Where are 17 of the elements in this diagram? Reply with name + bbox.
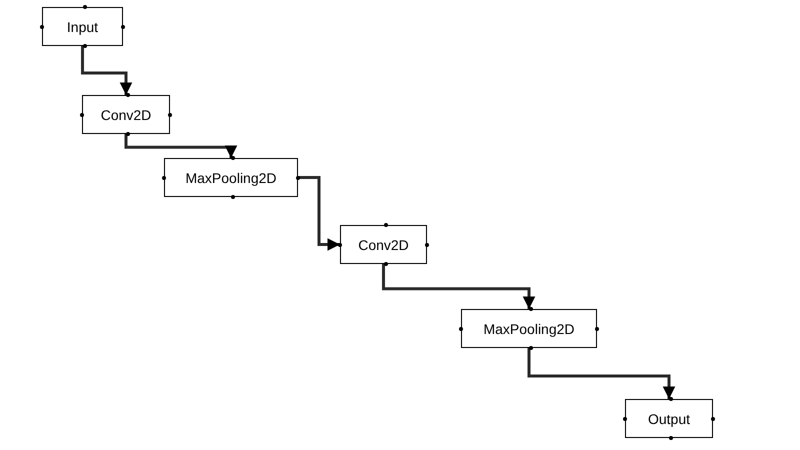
layer-box <box>42 7 123 46</box>
layer-box <box>82 95 170 134</box>
arrow <box>124 134 238 158</box>
layer-label: Conv2D <box>358 236 409 252</box>
layer-label: Conv2D <box>100 106 152 122</box>
layer-box <box>461 309 597 348</box>
layer-label: MaxPooling2D <box>185 170 277 186</box>
layer-label: Output <box>648 410 690 426</box>
arrow <box>528 348 676 399</box>
arrow <box>81 46 132 95</box>
layer-box <box>164 158 298 197</box>
layer-label: MaxPooling2D <box>483 320 575 336</box>
layer-label: Input <box>66 18 98 34</box>
arrow <box>382 264 536 309</box>
arrow <box>298 176 340 251</box>
layer-box <box>340 225 427 264</box>
layer-box <box>625 399 713 438</box>
